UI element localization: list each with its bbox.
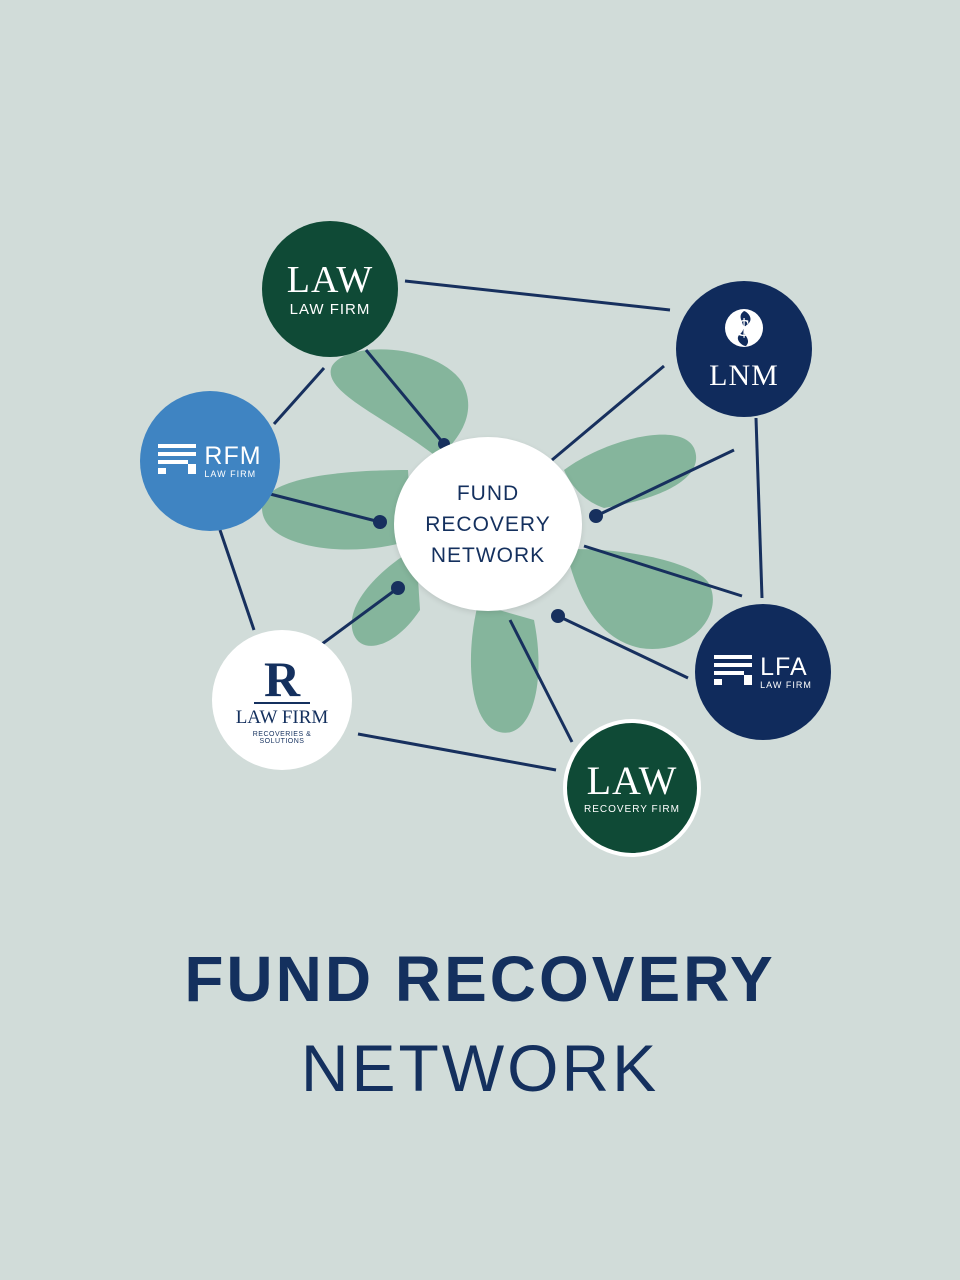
connector-line [321,586,399,646]
firm-node-lfa[interactable]: LFA LAW FIRM [695,604,831,740]
connector-line [595,448,735,518]
petal-shape [564,434,697,508]
center-line-1: FUND [456,481,520,505]
dollar-swirl-icon: $ [722,306,766,355]
firm-logo-text: LNM [709,358,779,392]
firm-subtitle: RECOVERY FIRM [584,804,680,815]
firm-tagline-2: SOLUTIONS [259,737,305,745]
firm-subtitle: LAW FIRM [289,300,371,318]
firm-logo-monogram: R [253,654,311,704]
connector-line [551,364,665,462]
columns-icon [714,653,753,692]
connector-line [364,349,446,445]
firm-node-rfm[interactable]: RFM LAW FIRM [140,391,280,531]
connector-dot [373,515,387,529]
firm-subtitle: LAW FIRM [204,469,257,479]
connector-line [357,732,557,772]
connector-dot [589,509,603,523]
connector-line [269,492,381,524]
firm-subtitle: LAW FIRM [760,680,812,690]
connector-dot [551,609,565,623]
firm-tagline-1: RECOVERIES & [252,730,312,738]
firm-node-lnm[interactable]: $ LNM [676,281,812,417]
firm-node-law-bottom[interactable]: LAW RECOVERY FIRM [563,719,701,857]
center-line-2: RECOVERY [425,512,551,536]
page-subtitle: NETWORK [300,1031,660,1105]
firm-logo-text: RFM [204,442,262,470]
connector-line [404,279,671,312]
connector-line [557,614,689,680]
firm-logo-text: LFA [760,653,808,681]
page-title: FUND RECOVERY [184,943,776,1015]
petal-shape [470,604,539,733]
center-line-3: NETWORK [430,543,546,567]
connector-line [218,529,256,631]
connector-line [583,544,743,598]
firm-logo-text: LAW [286,258,374,301]
connector-dot [391,581,405,595]
firm-logo-text: LAW [586,758,678,803]
connector-line [754,417,764,599]
firm-node-law-top[interactable]: LAW LAW FIRM [262,221,398,357]
columns-icon [158,442,197,481]
svg-text:$: $ [738,316,750,342]
firm-node-r-law-firm[interactable]: R LAW FIRM RECOVERIES & SOLUTIONS [212,630,352,770]
center-hub[interactable]: FUND RECOVERY NETWORK [394,437,582,611]
connector-line [508,619,574,743]
firm-subtitle: LAW FIRM [235,706,329,728]
connector-lines [218,279,764,772]
connector-line [272,367,326,425]
connector-dots [373,438,603,623]
